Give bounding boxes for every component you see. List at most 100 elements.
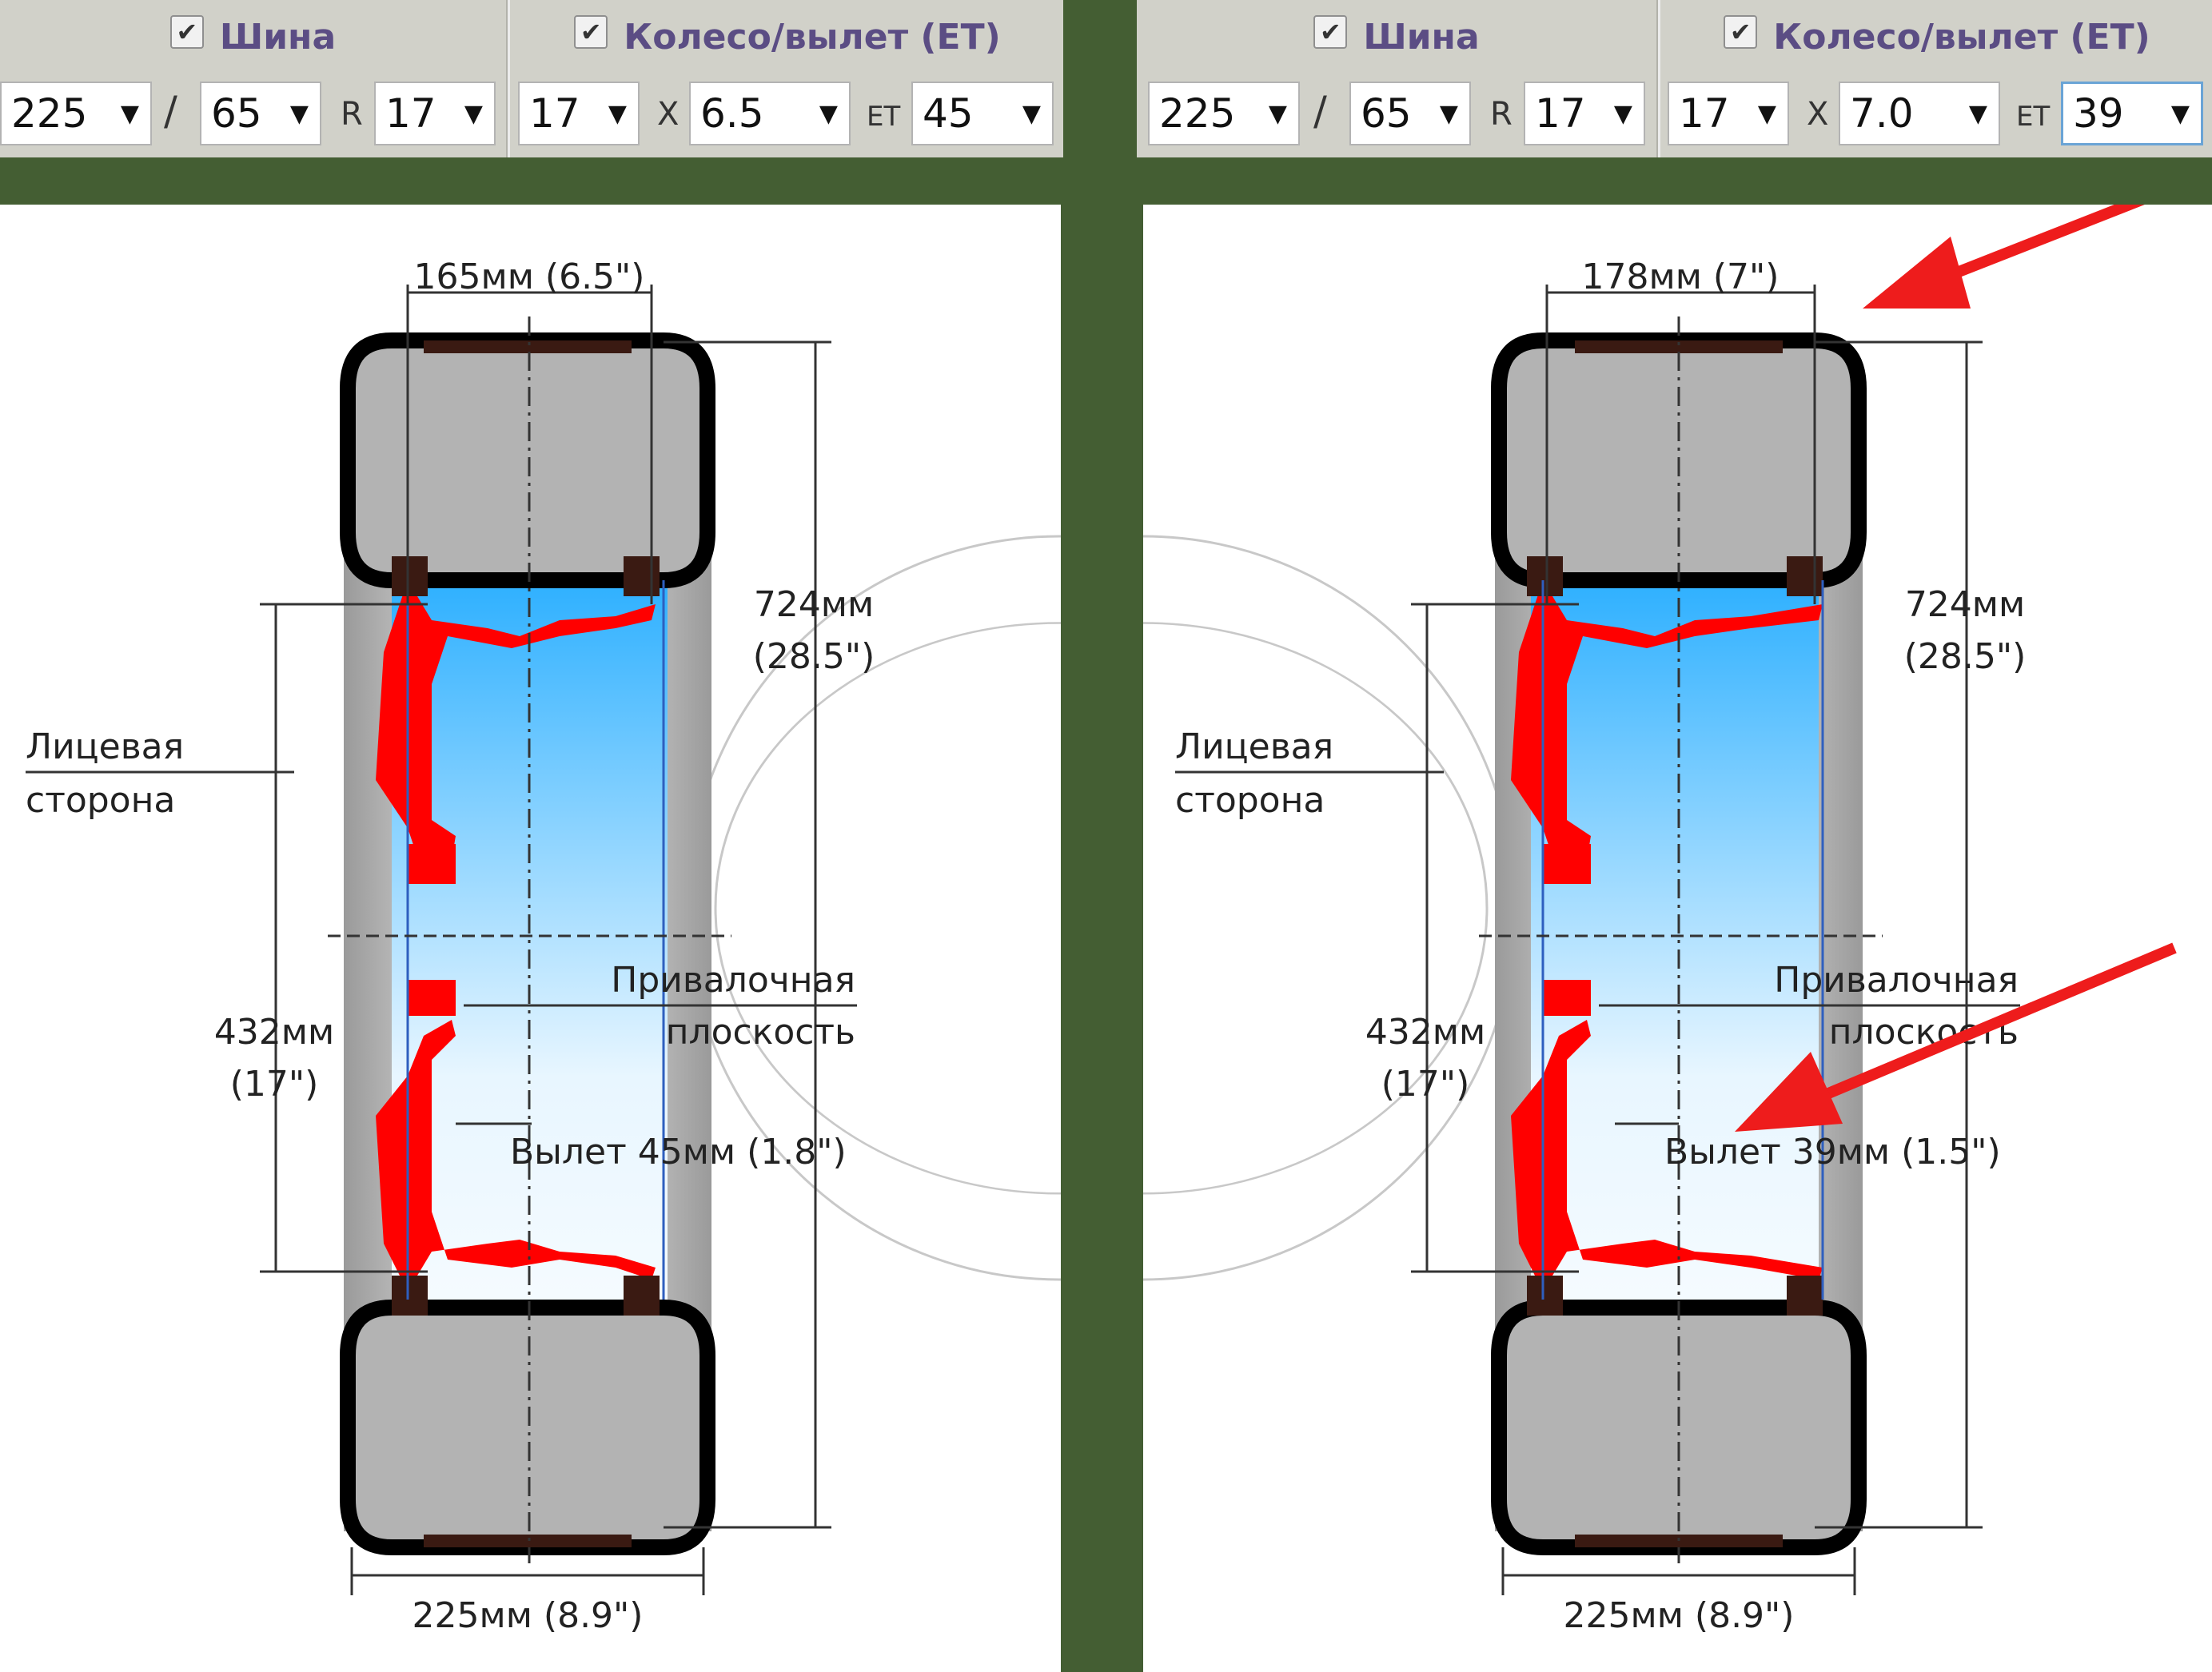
wheel-label: Колесо/вылет (ET) [624, 17, 1001, 58]
rim-hub-bottom [1543, 980, 1591, 1016]
x-label: X [657, 96, 680, 133]
slash-separator: / [1313, 88, 1327, 134]
toolbar-divider [1656, 0, 1660, 157]
tire-bottom-section [340, 1300, 715, 1555]
rim-dia-mm-label: 432мм [1365, 1012, 1485, 1053]
annotation-arrow-top-head [1863, 237, 1971, 309]
tread-top [1575, 340, 1783, 353]
et-label: ET [867, 101, 901, 133]
tire-checkbox[interactable]: ✔ [1313, 14, 1348, 49]
rim-width-select[interactable]: 7.0▼ [1839, 82, 2000, 145]
tire-width-select[interactable]: 225▼ [1148, 82, 1300, 145]
chevron-down-icon: ▼ [120, 99, 139, 128]
wheel-diagram-svg: 165мм (6.5") 724мм (28.5") Лицевая сторо… [26, 257, 1061, 1636]
tire-profile-select[interactable]: 65▼ [200, 82, 321, 145]
tire-width-select[interactable]: 225▼ [0, 82, 152, 145]
wheel-diagram: 178мм (7") 724мм (28.5") Лицевая сторона… [1143, 205, 2212, 1672]
tire-checkbox[interactable]: ✔ [169, 14, 204, 49]
bead-top-right [1787, 556, 1823, 596]
toolbar: ✔ Шина ✔ Колесо/вылет (ET) 225▼ / 65▼ R … [1137, 0, 2212, 157]
wheel-checkbox[interactable]: ✔ [1724, 14, 1758, 49]
et-label: ET [2016, 101, 2051, 133]
check-icon: ✔ [176, 16, 198, 47]
rim-hub-bottom [408, 980, 456, 1016]
panel-right: ✔ Шина ✔ Колесо/вылет (ET) 225▼ / 65▼ R … [1137, 0, 2212, 1672]
face-side-label-2: сторона [26, 780, 175, 821]
face-side-label-2: сторона [1175, 780, 1325, 821]
check-icon: ✔ [1319, 16, 1341, 47]
bead-top-left [1527, 556, 1563, 596]
tire-top-section [340, 332, 715, 588]
toolbar-divider [506, 0, 510, 157]
bead-top-right [624, 556, 660, 596]
et-select[interactable]: 45▼ [911, 82, 1054, 145]
chevron-down-icon: ▼ [819, 99, 838, 128]
chevron-down-icon: ▼ [2170, 99, 2190, 128]
rim-dia-in-label: (17") [1381, 1064, 1470, 1105]
tread-bottom [424, 1535, 632, 1547]
rim-spoke-top [376, 580, 656, 876]
tire-profile-select[interactable]: 65▼ [1349, 82, 1471, 145]
wheel-diagram-svg: 178мм (7") 724мм (28.5") Лицевая сторона… [1143, 205, 2177, 1636]
tire-label: Шина [219, 17, 337, 58]
wheel-group-header: ✔ Колесо/вылет (ET) [512, 0, 1063, 74]
chevron-down-icon: ▼ [608, 99, 627, 128]
mount-plane-label-2: плоскость [666, 1012, 855, 1053]
check-icon: ✔ [1729, 16, 1752, 47]
inner-circle [1143, 622, 1489, 1195]
tire-width-label: 225мм (8.9") [1564, 1595, 1795, 1636]
et-select[interactable]: 39▼ [2061, 82, 2203, 145]
wheel-checkbox[interactable]: ✔ [574, 14, 608, 49]
tire-label: Шина [1363, 17, 1480, 58]
r-label: R [1490, 96, 1513, 133]
tire-diameter-select[interactable]: 17▼ [374, 82, 496, 145]
wheel-label: Колесо/вылет (ET) [1773, 17, 2150, 58]
tire-dia-in-label: (28.5") [1904, 636, 2027, 677]
bead-bottom-left [1527, 1276, 1563, 1316]
bead-bottom-right [624, 1276, 660, 1316]
chevron-down-icon: ▼ [464, 99, 483, 128]
rim-width-label: 165мм (6.5") [414, 257, 645, 297]
bead-bottom-left [392, 1276, 428, 1316]
chevron-down-icon: ▼ [1268, 99, 1287, 128]
slash-separator: / [164, 88, 177, 134]
mount-plane-label-1: Привалочная [1774, 960, 2019, 1001]
face-side-label-1: Лицевая [26, 727, 184, 767]
bead-top-left [392, 556, 428, 596]
rim-hub-top [408, 844, 456, 884]
bead-bottom-right [1787, 1276, 1823, 1316]
toolbar: ✔ Шина ✔ Колесо/вылет (ET) 225▼ / 65▼ R … [0, 0, 1063, 157]
rim-diameter-select[interactable]: 17▼ [518, 82, 640, 145]
tire-dia-mm-label: 724мм [1905, 584, 2025, 625]
chevron-down-icon: ▼ [289, 99, 309, 128]
rim-width-select[interactable]: 6.5▼ [689, 82, 851, 145]
mount-plane-label-1: Привалочная [611, 960, 855, 1001]
r-label: R [341, 96, 363, 133]
chevron-down-icon: ▼ [1022, 99, 1041, 128]
annotation-arrow-bottom-head [1735, 1052, 1843, 1132]
offset-label: Вылет 39мм (1.5") [1664, 1132, 2001, 1172]
tread-top [424, 340, 632, 353]
annotation-arrow-top-shaft [1944, 205, 2145, 282]
face-side-label-1: Лицевая [1175, 727, 1333, 767]
chevron-down-icon: ▼ [1439, 99, 1458, 128]
panel-left: ✔ Шина ✔ Колесо/вылет (ET) 225▼ / 65▼ R … [0, 0, 1063, 1672]
wheel-diagram: 165мм (6.5") 724мм (28.5") Лицевая сторо… [0, 205, 1061, 1672]
annotation-arrow-bottom-shaft [1820, 942, 2177, 1101]
rim-diameter-select[interactable]: 17▼ [1668, 82, 1789, 145]
rim-spoke-bottom [376, 1020, 656, 1292]
tire-group-header: ✔ Шина [0, 0, 506, 74]
tire-dia-mm-label: 724мм [754, 584, 874, 625]
rim-dia-mm-label: 432мм [214, 1012, 334, 1053]
offset-label: Вылет 45мм (1.8") [510, 1132, 847, 1172]
rim-hub-top [1543, 844, 1591, 884]
chevron-down-icon: ▼ [1613, 99, 1632, 128]
inner-circle [714, 622, 1061, 1195]
tire-group-header: ✔ Шина [1137, 0, 1656, 74]
x-label: X [1807, 96, 1829, 133]
wheel-group-header: ✔ Колесо/вылет (ET) [1662, 0, 2212, 74]
tire-width-label: 225мм (8.9") [413, 1595, 644, 1636]
tire-bottom-section [1491, 1300, 1867, 1555]
tire-diameter-select[interactable]: 17▼ [1524, 82, 1645, 145]
outer-circle [1143, 535, 1517, 1281]
